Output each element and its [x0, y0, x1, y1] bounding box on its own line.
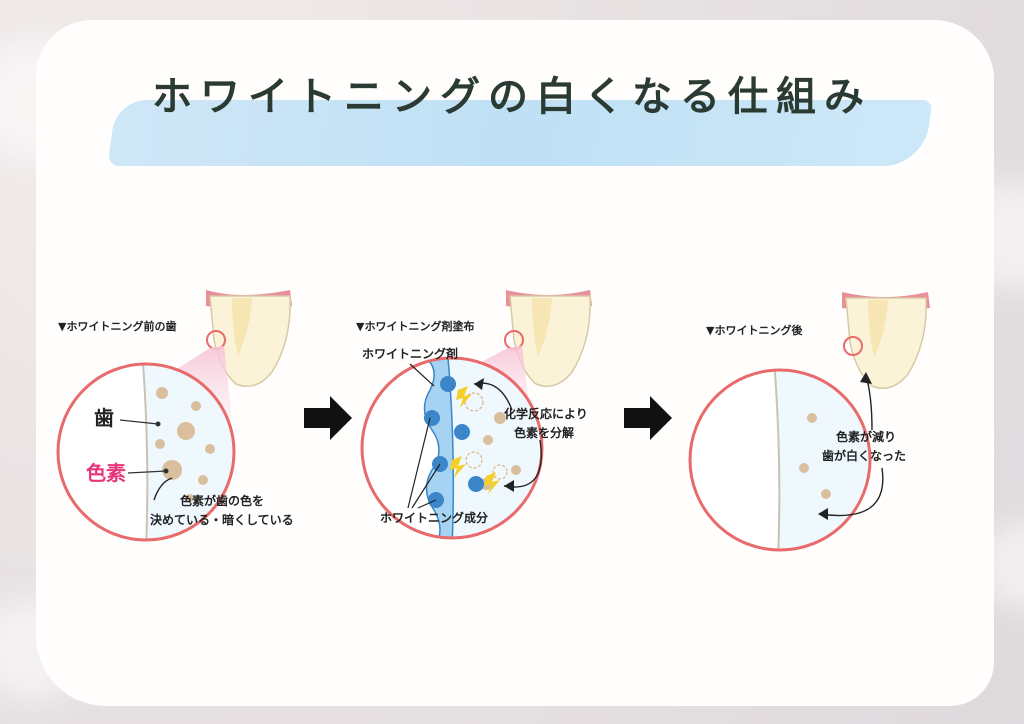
magnified-circle — [360, 356, 544, 540]
agent-leader — [409, 363, 435, 387]
enamel-boundary — [141, 364, 149, 540]
reaction-arrow-bottom-head — [504, 480, 514, 492]
tooth-shape — [845, 297, 927, 389]
pigment-leader-dot — [163, 468, 169, 474]
dissolving-pigments — [464, 392, 508, 480]
reaction-line-2: 色素を分解 — [514, 425, 574, 440]
note-line-2: 決めている・暗くしている — [150, 512, 294, 527]
agent-label: ホワイトニング剤 — [362, 346, 458, 361]
reaction-arrow-top-head — [474, 378, 484, 390]
whitening-component-dots — [424, 376, 484, 508]
note-line-1: 色素が歯の色を — [180, 493, 264, 508]
tooth-inner-shape — [532, 298, 552, 356]
panel-applied: ホワイトニング剤 化学反応により 色素を分解 ホワイトニング成分 — [360, 290, 592, 540]
pigment-leader — [127, 470, 167, 474]
zoom-spot — [843, 336, 863, 356]
tooth-inner-shape — [232, 298, 252, 356]
panel-before-caption: ▼ホワイトニング前の歯 — [58, 320, 177, 333]
arrow-right-icon — [304, 396, 352, 440]
arrow-right-icon — [624, 396, 672, 440]
pigment-dots — [480, 412, 521, 490]
page-title: ホワイトニングの白くなる仕組み — [152, 74, 872, 120]
tooth-leader — [119, 419, 159, 425]
result-arrow-bottom — [819, 467, 884, 517]
tooth-label: 歯 — [94, 406, 114, 430]
component-leaders — [407, 417, 441, 509]
panel-after-caption: ▼ホワイトニング後 — [706, 324, 803, 337]
pigment-label: 色素 — [86, 461, 126, 485]
component-label: ホワイトニング成分 — [380, 510, 488, 525]
tooth-inner-shape — [868, 300, 888, 358]
panel-after: 色素が減り 歯が白くなった — [688, 292, 930, 552]
magnified-circle — [56, 362, 236, 542]
result-line-1: 色素が減り — [836, 429, 896, 444]
result-arrow-top-head — [860, 372, 872, 384]
result-arrow-bottom-head — [818, 508, 828, 520]
pigment-dots — [799, 413, 831, 499]
tooth-leader-dot — [155, 421, 161, 427]
result-line-2: 歯が白くなった — [822, 448, 906, 463]
note-arrow — [153, 477, 173, 501]
panel-before: 歯 色素 色素が歯の色を 決めている・暗くしている — [56, 290, 294, 542]
enamel-boundary — [773, 370, 781, 550]
reaction-line-1: 化学反応により — [504, 406, 588, 421]
pigment-dots — [155, 387, 215, 502]
magnified-circle — [688, 368, 872, 552]
reaction-bolt-icons — [450, 386, 500, 494]
panel-applied-caption: ▼ホワイトニング剤塗布 — [356, 320, 475, 333]
